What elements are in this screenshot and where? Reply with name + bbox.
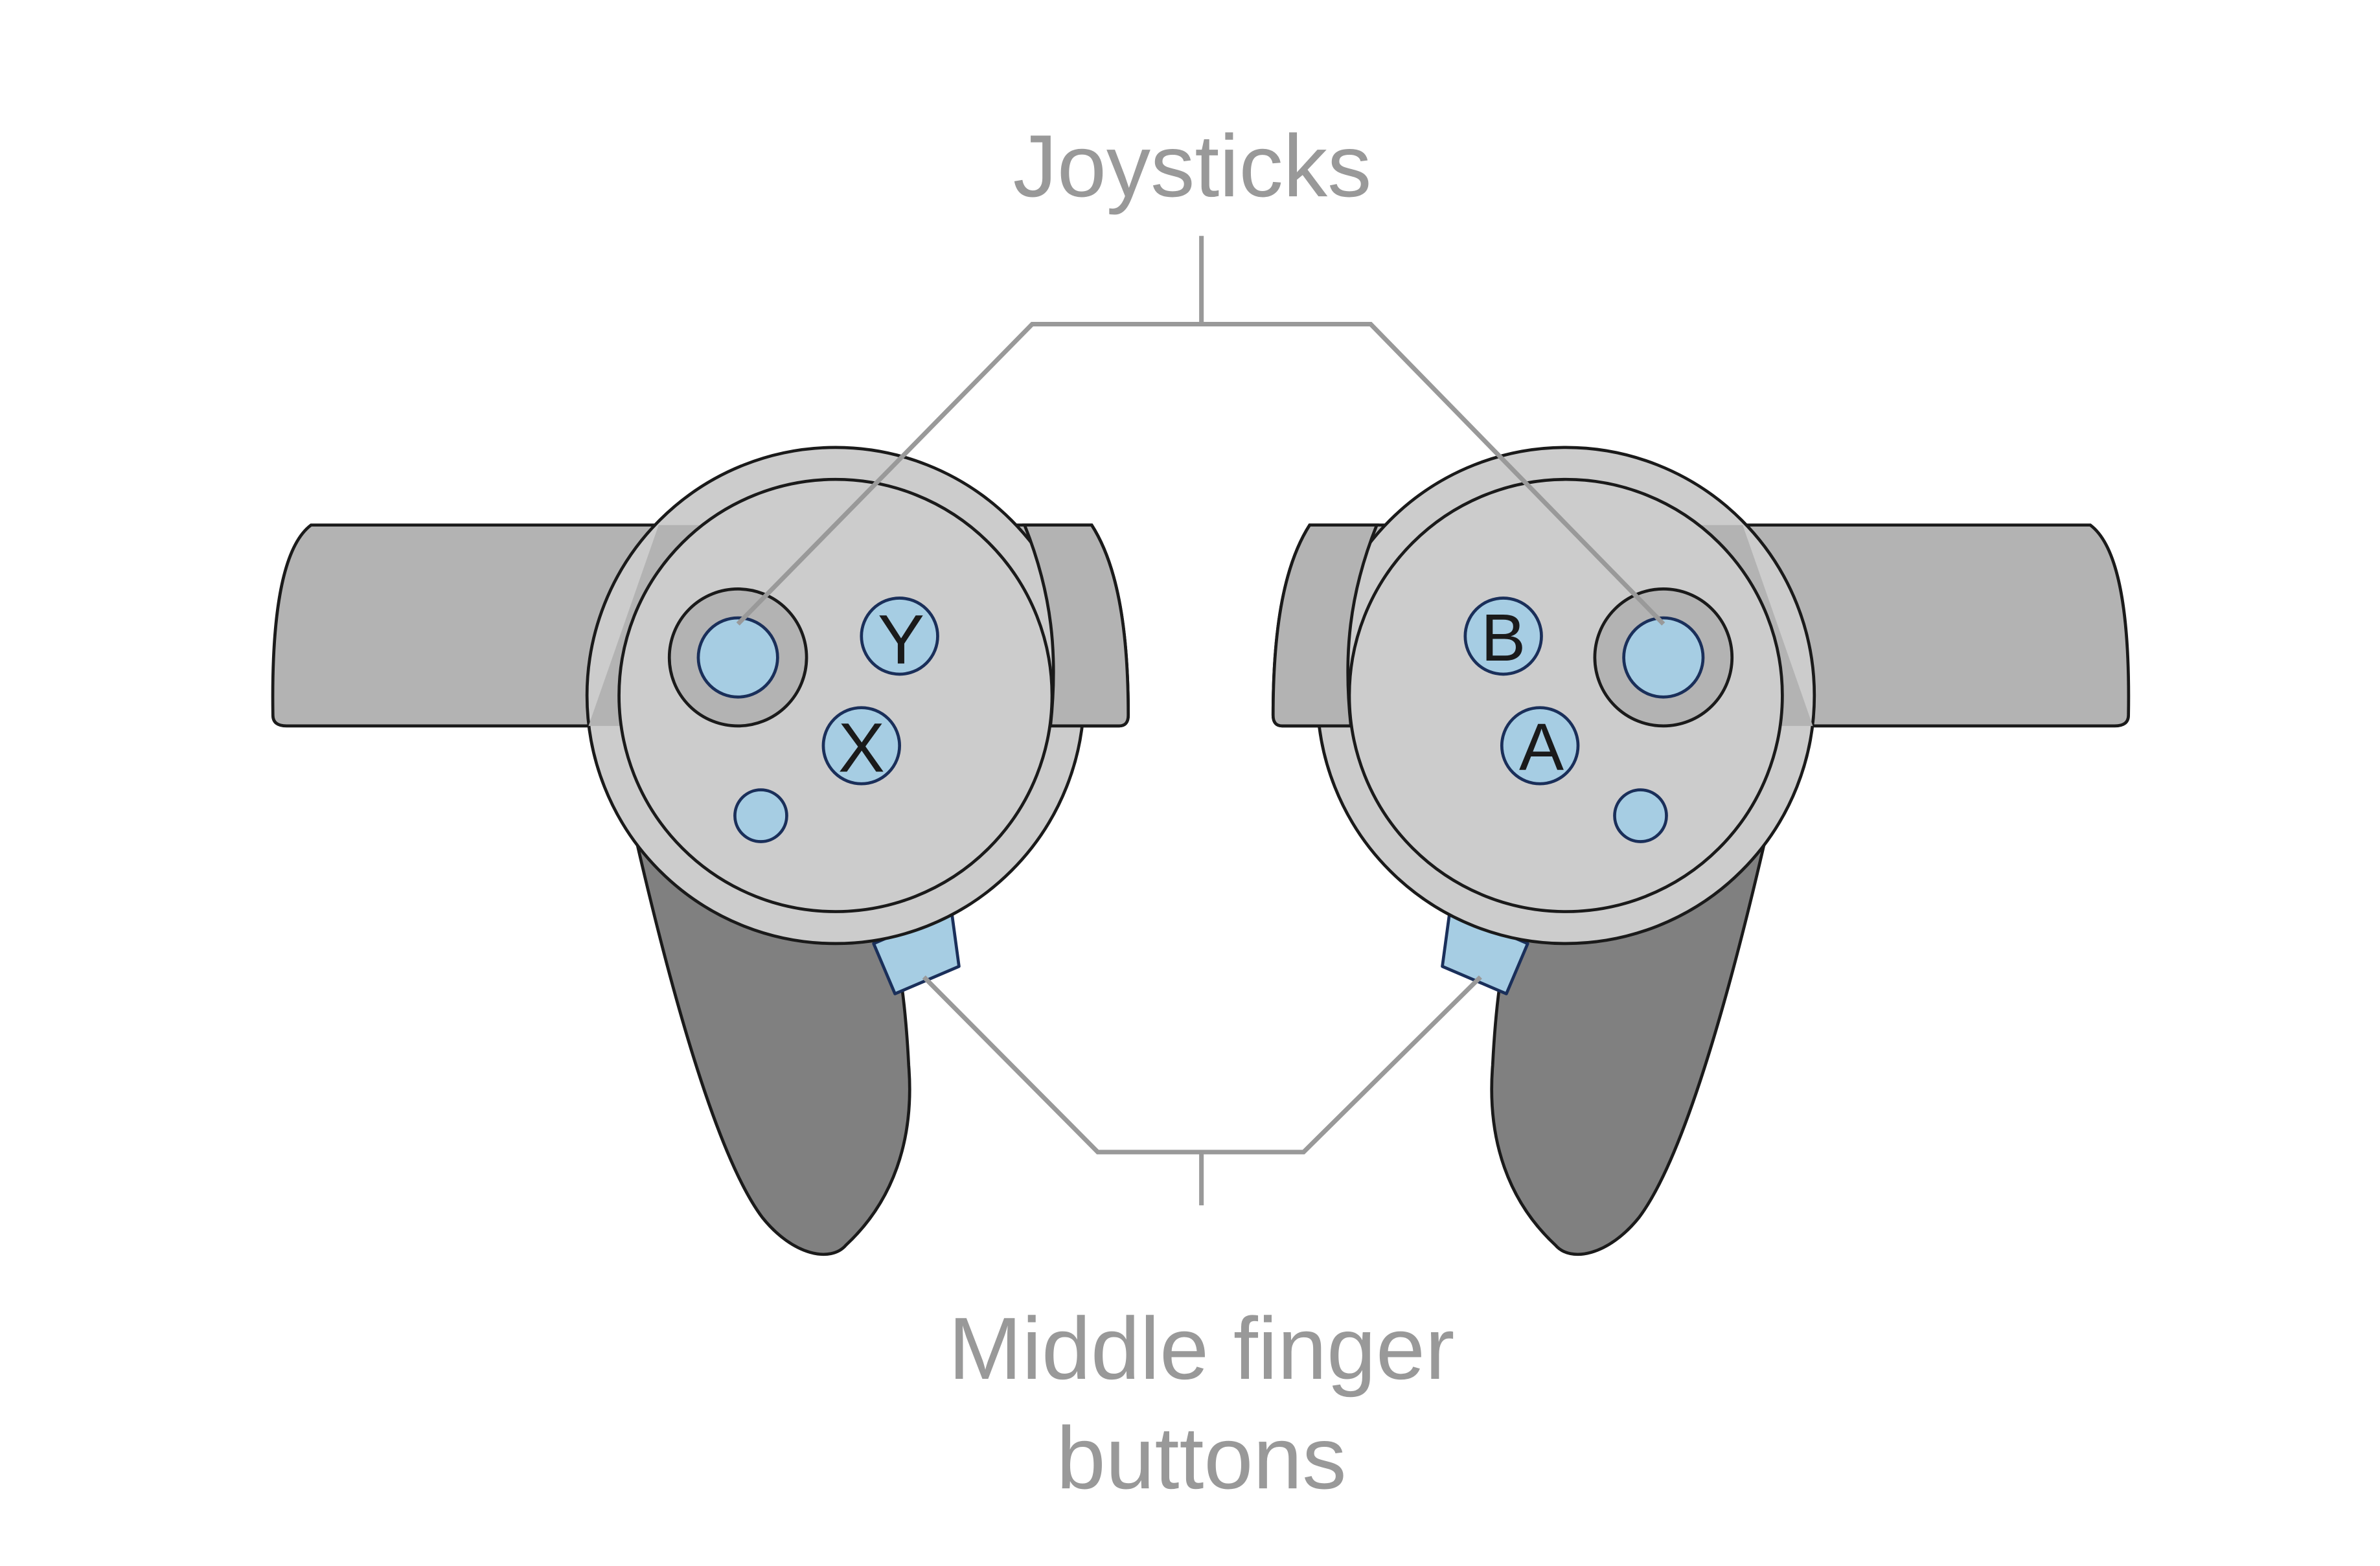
right-face-plate	[1347, 477, 1784, 913]
right-joystick[interactable]	[1622, 616, 1705, 699]
left-joystick[interactable]	[696, 616, 779, 699]
left-menu-button[interactable]	[733, 788, 788, 843]
middle-finger-label-line2: buttons	[1057, 1409, 1347, 1507]
right-bar-front-right	[1700, 525, 1813, 726]
middle-finger-callout-lines	[922, 975, 1482, 1155]
right-bar-front-left	[1271, 523, 1379, 728]
y-button-label: Y	[878, 600, 924, 679]
middle-finger-label-line1: Middle finger	[948, 1299, 1454, 1398]
middle-finger-callout	[922, 975, 1482, 1206]
joysticks-callout	[736, 236, 1665, 626]
a-button-label: A	[1519, 709, 1564, 784]
a-button[interactable]	[1500, 706, 1580, 786]
b-button-label: B	[1481, 600, 1526, 675]
left-bar-front-left	[588, 525, 702, 726]
left-bar-front-right	[1022, 523, 1130, 728]
joysticks-callout-lines	[736, 321, 1665, 626]
y-button[interactable]	[860, 596, 939, 676]
right-oculus-button[interactable]	[1613, 788, 1668, 843]
left-face-plate	[617, 477, 1054, 913]
b-button[interactable]	[1463, 596, 1543, 676]
joysticks-label: Joysticks	[1013, 117, 1372, 215]
right-controller: B A	[1271, 446, 2131, 1256]
left-controller: Y X	[271, 446, 1130, 1256]
x-button[interactable]	[821, 706, 901, 786]
x-button-label: X	[838, 708, 885, 786]
